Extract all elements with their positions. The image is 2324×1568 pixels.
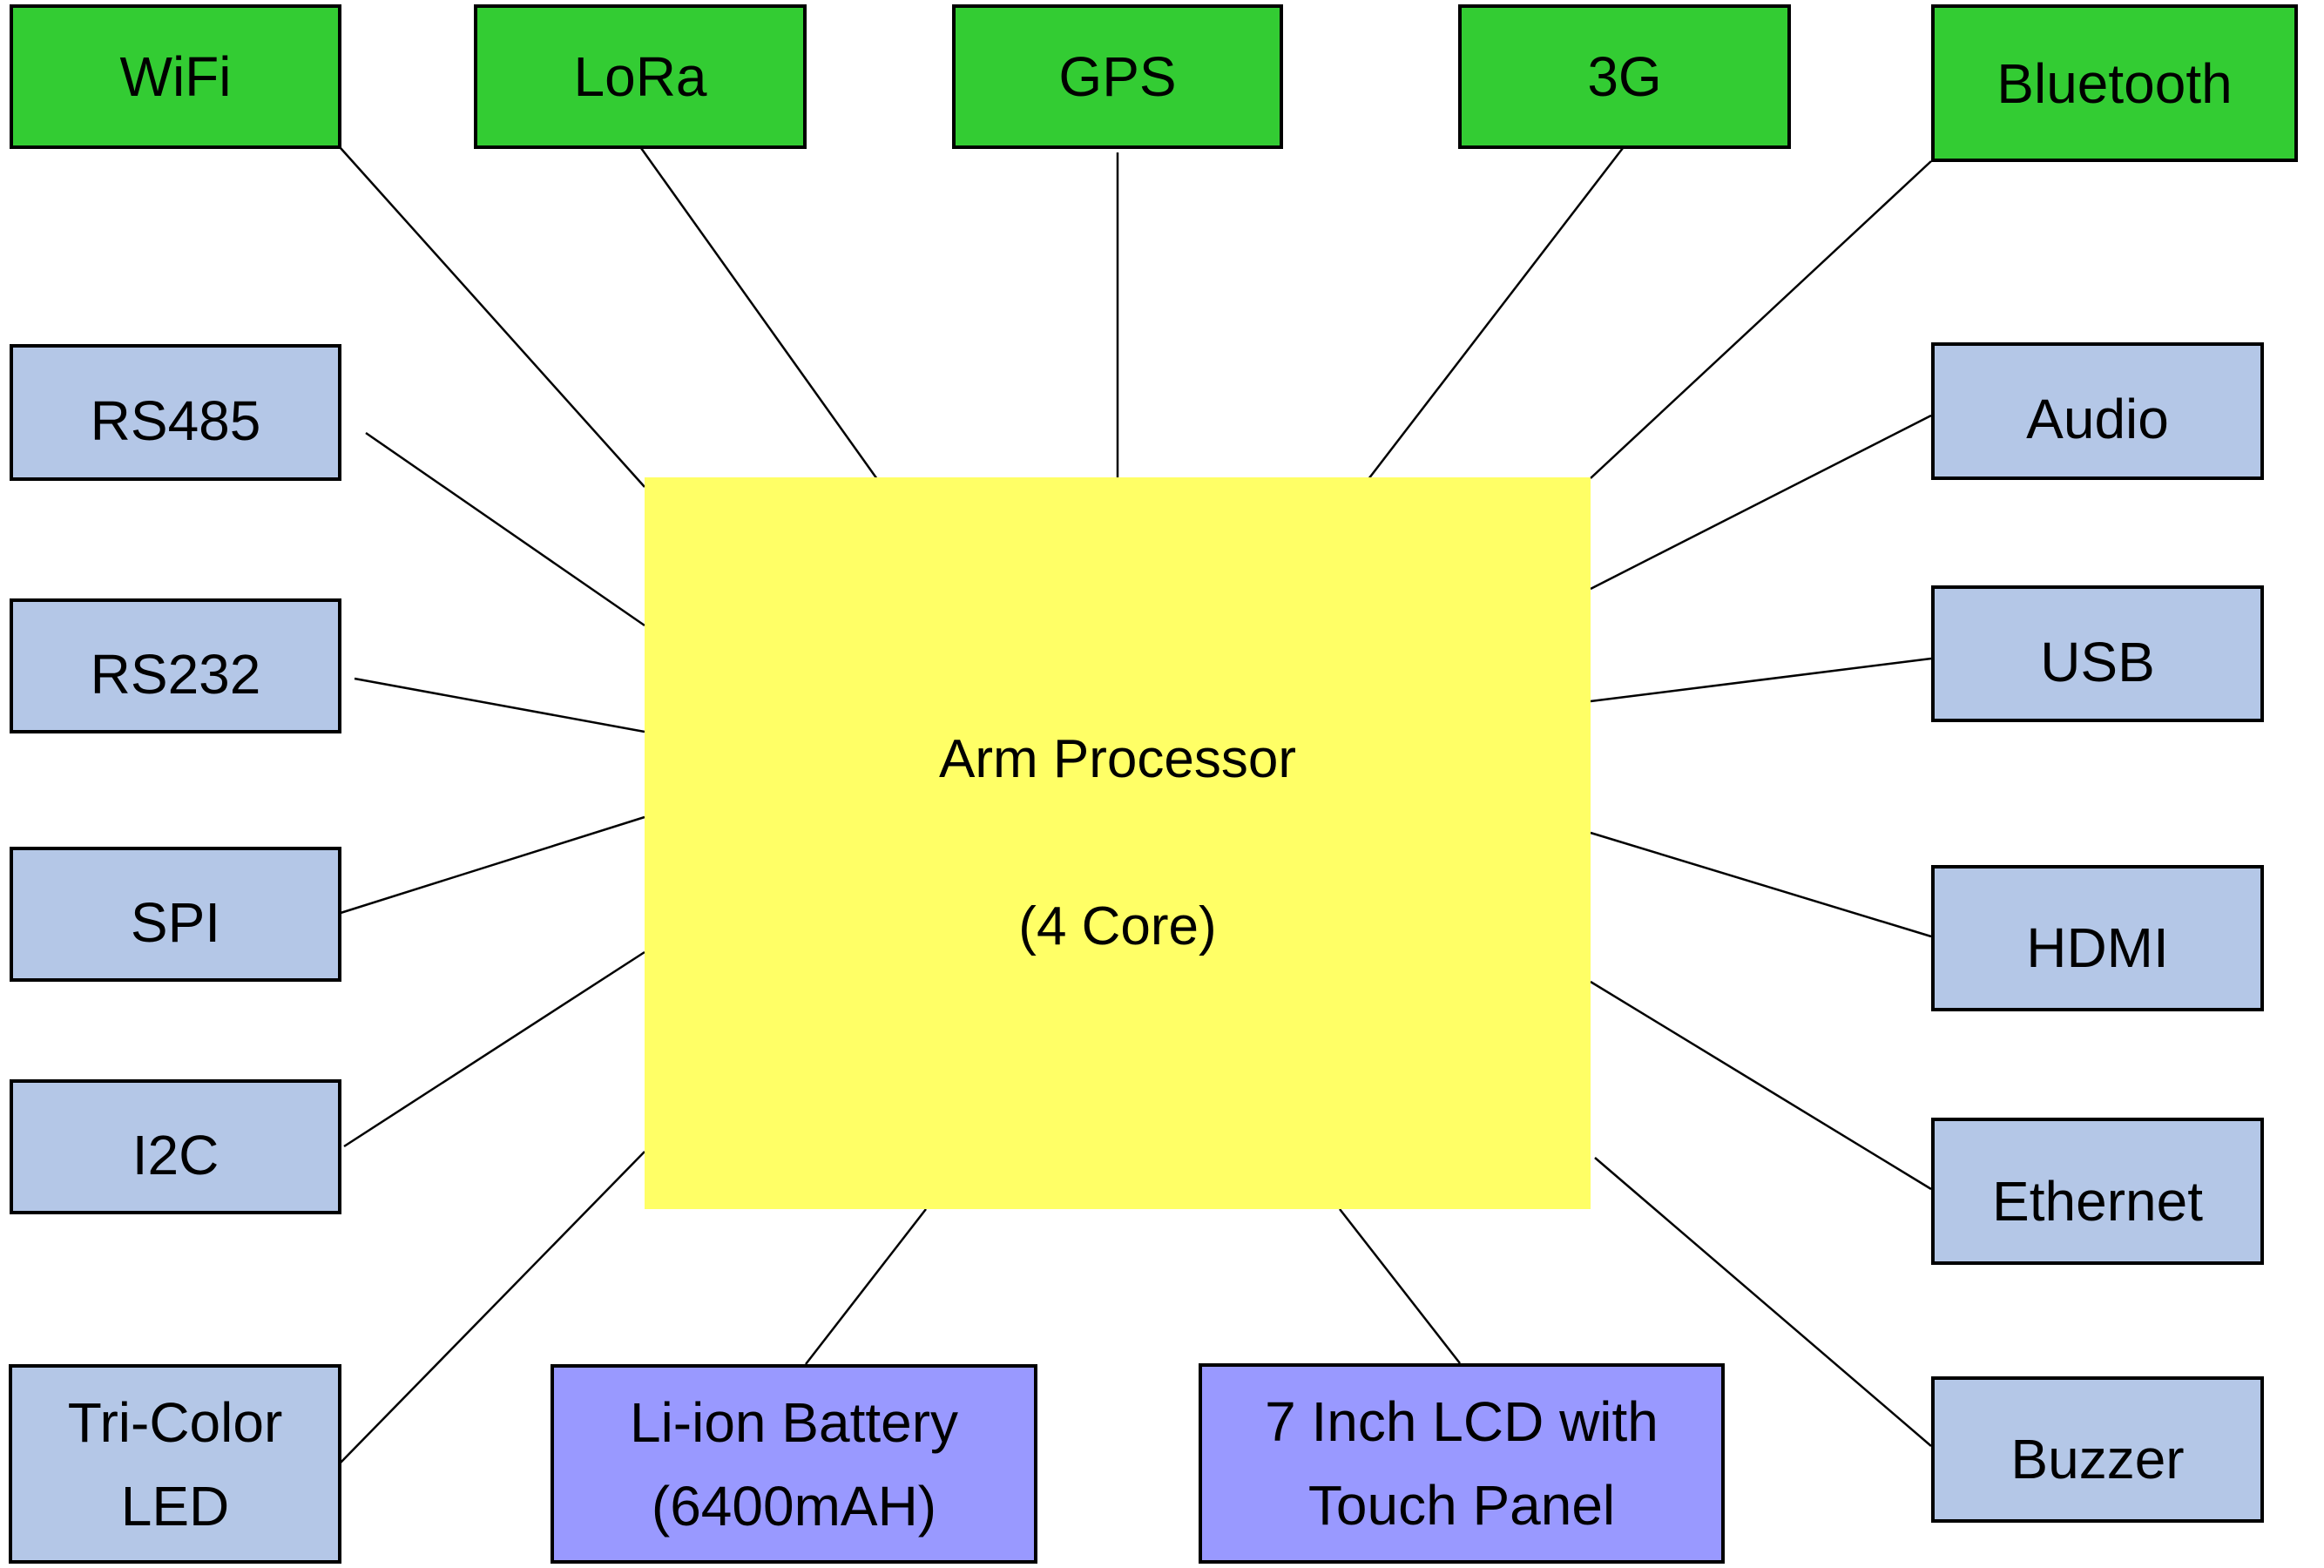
bluetooth-block: Bluetooth: [1931, 4, 2298, 162]
3g-block: 3G: [1458, 4, 1791, 149]
usb-block: USB: [1931, 585, 2264, 722]
edge-battery-cpu: [805, 1208, 927, 1365]
li-ion-battery-label: Li-ion Battery (6400mAH): [629, 1390, 959, 1538]
edge-spi-cpu: [340, 815, 645, 915]
lcd-touch-panel-block: 7 Inch LCD with Touch Panel: [1199, 1363, 1725, 1564]
arm-processor-block: Arm Processor (4 Core): [645, 477, 1591, 1209]
3g-label: 3G: [1587, 45, 1662, 108]
lcd-touch-panel-label: 7 Inch LCD with Touch Panel: [1265, 1390, 1659, 1537]
ethernet-block: Ethernet: [1931, 1118, 2264, 1265]
i2c-label: I2C: [132, 1123, 220, 1186]
audio-block: Audio: [1931, 342, 2264, 480]
edge-lcd-cpu: [1339, 1208, 1461, 1364]
rs485-label: RS485: [90, 389, 261, 452]
edge-ethernet-cpu: [1590, 980, 1932, 1191]
edge-usb-cpu: [1590, 657, 1932, 703]
ethernet-label: Ethernet: [1992, 1169, 2203, 1233]
spi-block: SPI: [10, 847, 341, 982]
edge-lora-cpu: [639, 147, 879, 480]
edge-buzzer-cpu: [1594, 1157, 1932, 1447]
buzzer-label: Buzzer: [2010, 1428, 2185, 1490]
edge-audio-cpu: [1590, 414, 1932, 591]
rs232-block: RS232: [10, 598, 341, 733]
buzzer-block: Buzzer: [1931, 1376, 2264, 1523]
usb-label: USB: [2040, 630, 2155, 693]
i2c-block: I2C: [10, 1079, 341, 1214]
gps-label: GPS: [1058, 45, 1177, 108]
rs232-label: RS232: [90, 642, 261, 706]
spi-label: SPI: [130, 890, 221, 954]
lora-block: LoRa: [474, 4, 807, 149]
edge-wifi-cpu: [340, 147, 645, 488]
edge-3g-cpu: [1368, 147, 1624, 480]
rs485-block: RS485: [10, 344, 341, 481]
hdmi-label: HDMI: [2026, 916, 2169, 979]
gps-block: GPS: [952, 4, 1283, 149]
tri-color-led-block: Tri-Color LED: [9, 1364, 341, 1564]
edge-i2c-cpu: [343, 950, 645, 1148]
wifi-label: WiFi: [119, 45, 232, 108]
edge-bluetooth-cpu: [1590, 160, 1932, 479]
processor-title: Arm Processor: [939, 729, 1296, 789]
processor-subtitle: (4 Core): [1018, 896, 1217, 956]
audio-label: Audio: [2026, 388, 2169, 450]
edge-rs485-cpu: [365, 431, 645, 627]
bluetooth-label: Bluetooth: [1996, 51, 2233, 115]
edge-hdmi-cpu: [1590, 831, 1932, 938]
edge-tricolor-cpu: [340, 1151, 645, 1463]
li-ion-battery-block: Li-ion Battery (6400mAH): [551, 1364, 1037, 1564]
edge-rs232-cpu: [354, 677, 645, 733]
hdmi-block: HDMI: [1931, 865, 2264, 1011]
lora-label: LoRa: [573, 45, 707, 108]
tri-color-led-label: Tri-Color LED: [67, 1390, 283, 1538]
wifi-block: WiFi: [10, 4, 341, 149]
